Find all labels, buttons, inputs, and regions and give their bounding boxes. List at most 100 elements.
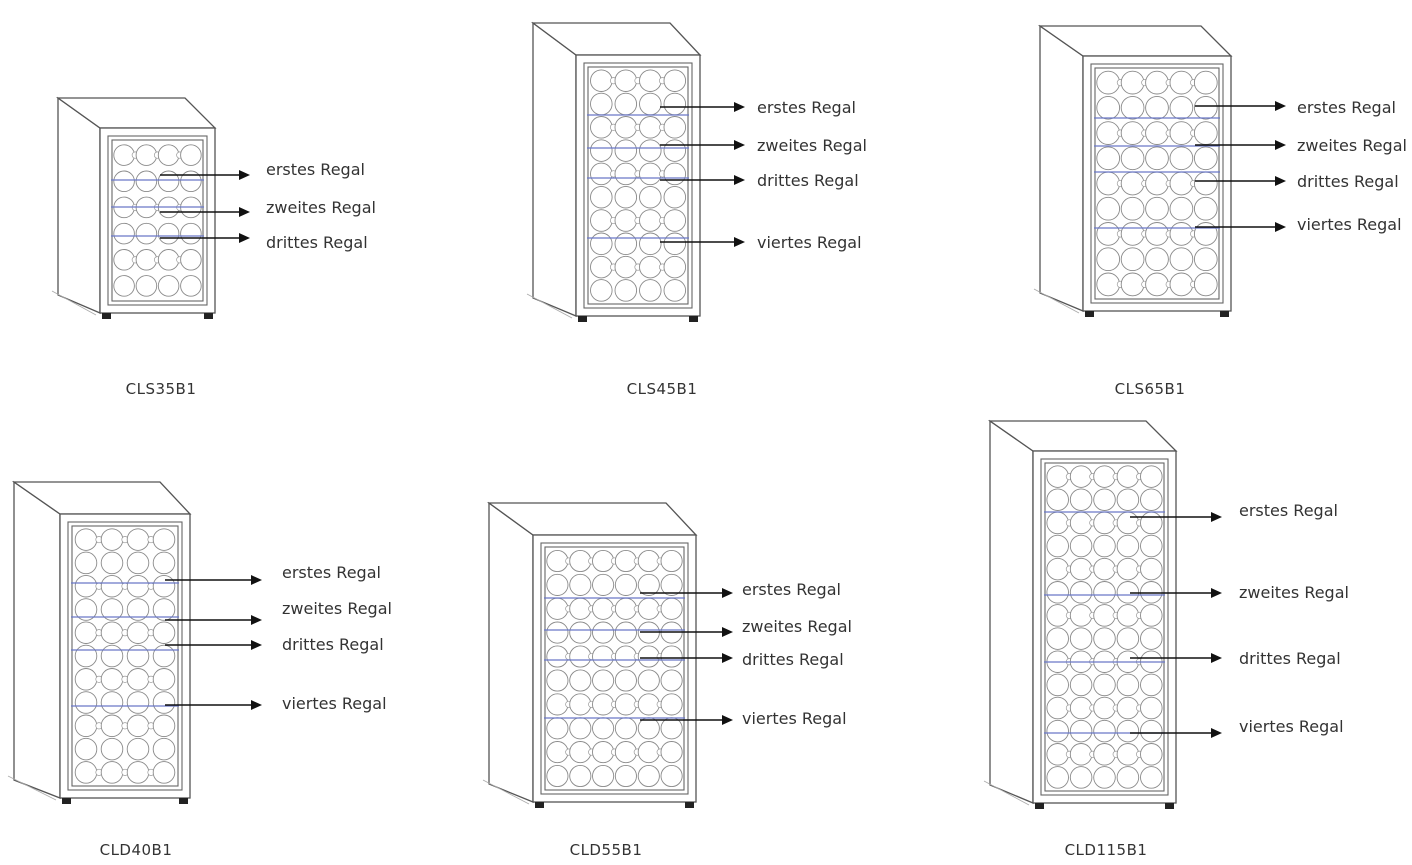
bottle-icon	[135, 275, 158, 297]
bottle-icon	[592, 741, 615, 764]
bottle-icon	[614, 645, 637, 668]
bottle-icon	[1193, 196, 1218, 221]
bottle-icon	[663, 255, 687, 279]
bottle-icon	[1140, 719, 1163, 743]
shelf-label: zweites Regal	[1297, 136, 1407, 155]
bottle-icon	[157, 275, 180, 297]
bottle-icon	[1046, 488, 1069, 511]
bottle-icon	[1140, 557, 1163, 581]
bottle-icon	[1069, 511, 1093, 535]
bottle-icon	[614, 209, 638, 232]
bottle-icon	[1069, 557, 1093, 581]
bottle-icon	[1116, 719, 1140, 743]
shelf-label: zweites Regal	[282, 599, 392, 618]
bottle-icon	[113, 222, 135, 245]
bottle-icon	[639, 69, 662, 92]
bottle-icon	[1120, 247, 1145, 272]
bottle-icon	[1169, 146, 1194, 171]
shelf-label: viertes Regal	[742, 709, 847, 728]
model-label: CLD55B1	[570, 841, 643, 859]
bottle-icon	[126, 528, 150, 551]
arrowhead-icon	[722, 627, 733, 637]
bottle-icon	[639, 185, 662, 209]
arrowhead-icon	[251, 640, 262, 650]
cabinet-foot	[179, 798, 188, 804]
bottle-icon	[1116, 696, 1140, 720]
bottle-icon	[590, 209, 613, 232]
cabinet-foot	[1165, 803, 1174, 809]
cabinet-side-panel	[532, 21, 577, 317]
bottle-icon	[157, 170, 180, 193]
door-frame-inner	[111, 139, 204, 302]
model-label: CLD40B1	[100, 841, 173, 859]
bottle-icon	[1193, 95, 1218, 120]
bottle-icon	[1193, 222, 1218, 246]
cabinet-foot	[1035, 803, 1044, 809]
bottle-icon	[1093, 465, 1116, 488]
cabinet-foot	[689, 316, 698, 322]
bottle-icon	[1046, 743, 1069, 766]
bottle-icon	[126, 574, 150, 598]
bottle-icon	[590, 92, 613, 116]
bottle-icon	[135, 222, 158, 245]
bottle-icon	[614, 597, 637, 620]
bottle-icon	[1116, 465, 1140, 488]
bottle-icon	[126, 621, 150, 644]
bottle-icon	[74, 714, 98, 738]
bottle-icon	[113, 170, 135, 193]
bottle-icon	[614, 162, 638, 186]
bottle-icon	[113, 144, 135, 166]
arrowhead-icon	[239, 233, 250, 243]
shelf-label: zweites Regal	[266, 198, 376, 217]
bottle-icon	[1169, 272, 1194, 297]
model-label: CLS35B1	[126, 380, 197, 398]
bottle-rack	[74, 528, 176, 784]
arrowhead-icon	[734, 175, 745, 185]
shelf-label: erstes Regal	[282, 563, 381, 582]
bottle-icon	[1093, 743, 1116, 766]
arrowhead-icon	[1211, 728, 1222, 738]
arrowhead-icon	[251, 575, 262, 585]
shelf-label: drittes Regal	[742, 650, 844, 669]
cabinet-foot	[578, 316, 587, 322]
arrowhead-icon	[251, 615, 262, 625]
arrowhead-icon	[1275, 101, 1286, 111]
bottle-icon	[180, 222, 202, 245]
bottle-icon	[1145, 95, 1169, 120]
bottle-icon	[126, 644, 150, 668]
bottle-icon	[113, 249, 135, 271]
arrowhead-icon	[1211, 653, 1222, 663]
bottle-icon	[637, 573, 660, 596]
arrowhead-icon	[1275, 222, 1286, 232]
bottle-icon	[639, 162, 662, 186]
bottle-icon	[126, 761, 150, 784]
bottle-icon	[639, 279, 662, 302]
bottle-icon	[100, 691, 124, 714]
cabinet-foot	[1085, 311, 1094, 317]
bottle-icon	[74, 737, 98, 761]
bottle-icon	[660, 549, 683, 573]
bottle-icon	[592, 621, 615, 644]
bottle-icon	[1120, 222, 1145, 246]
bottle-icon	[1046, 766, 1069, 789]
bottle-icon	[1193, 272, 1218, 297]
bottle-icon	[1145, 196, 1169, 221]
bottle-icon	[639, 209, 662, 232]
bottle-icon	[1145, 146, 1169, 171]
bottle-icon	[569, 573, 592, 596]
bottle-icon	[1069, 627, 1093, 650]
bottle-icon	[614, 185, 638, 209]
shelf-label: erstes Regal	[1239, 501, 1338, 520]
bottle-icon	[1140, 604, 1163, 627]
floor-line	[51, 290, 97, 316]
bottle-icon	[1096, 272, 1121, 297]
bottle-icon	[614, 573, 637, 596]
bottle-icon	[113, 275, 135, 297]
bottle-icon	[637, 764, 660, 788]
bottle-icon	[1116, 604, 1140, 627]
arrowhead-icon	[1211, 588, 1222, 598]
bottle-icon	[1116, 488, 1140, 511]
bottle-icon	[614, 549, 637, 573]
bottle-icon	[1116, 627, 1140, 650]
